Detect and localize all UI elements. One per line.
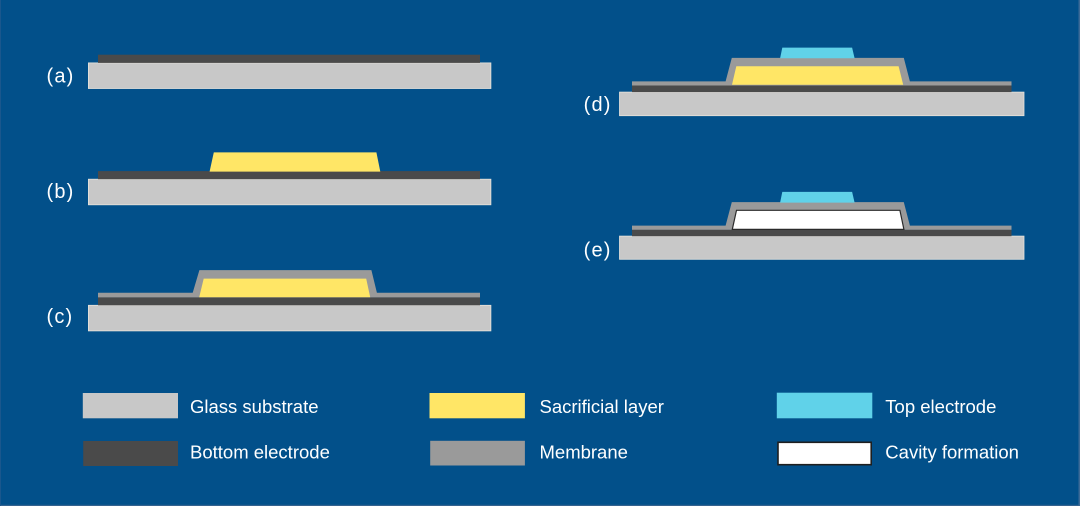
svg-text:(c): (c) [47,306,74,328]
svg-text:Bottom electrode: Bottom electrode [190,442,330,463]
svg-text:Membrane: Membrane [540,442,628,463]
svg-text:(b): (b) [47,181,75,203]
svg-text:Top electrode: Top electrode [885,396,996,417]
svg-text:Cavity formation: Cavity formation [885,442,1019,463]
svg-text:Sacrificial layer: Sacrificial layer [540,396,664,417]
svg-text:(e): (e) [584,239,612,261]
svg-text:Glass substrate: Glass substrate [190,396,319,417]
svg-text:(d): (d) [584,94,612,116]
svg-text:(a): (a) [47,66,75,88]
